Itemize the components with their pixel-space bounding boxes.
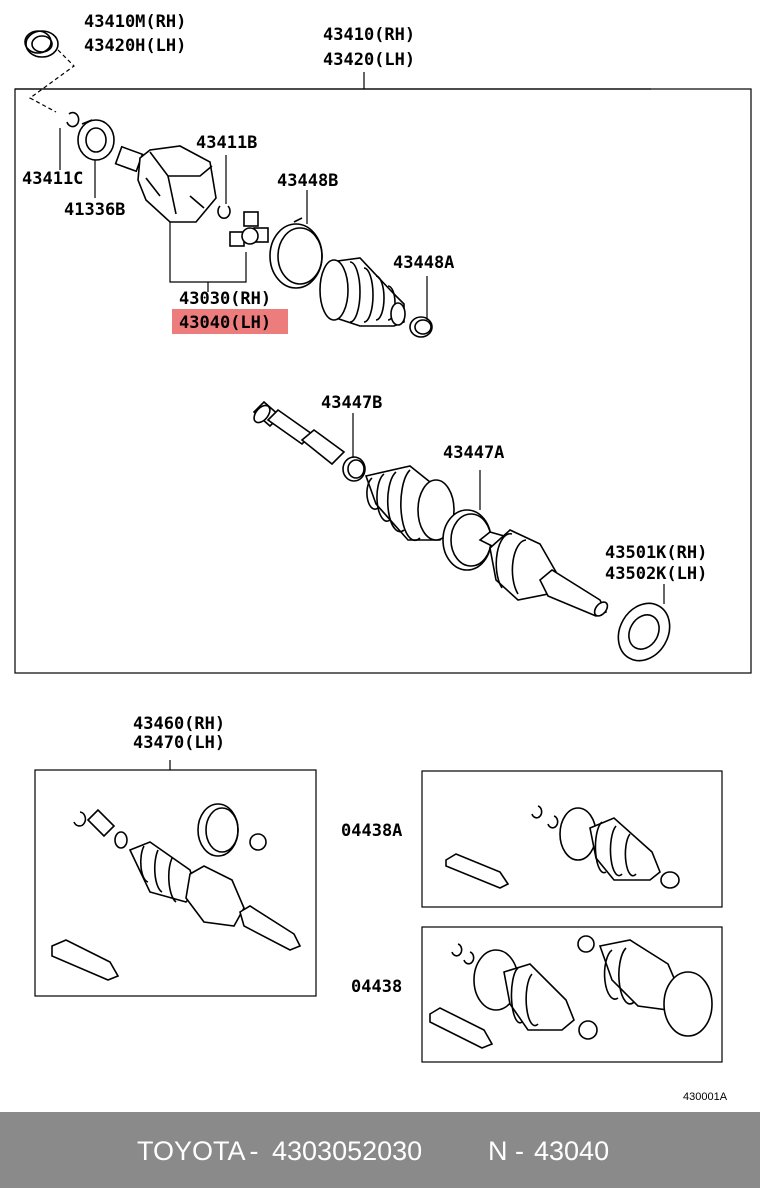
boot-kit-a-icon [445, 805, 680, 889]
boot-kit-a-frame [421, 770, 723, 908]
label-boot-clamp-a: 43448A [393, 253, 454, 273]
outboard-joint-icon [478, 529, 609, 617]
highlight-box [172, 309, 288, 334]
part-footer-bar: TOYOTA - 4303052030 N - 43040 [0, 1112, 760, 1188]
label-outer-clamp-b: 43447B [321, 393, 382, 413]
outer-clamp-b-icon [342, 456, 366, 482]
boot-kit-icon [429, 935, 713, 1049]
label-outboard-lh: 43470(LH) [133, 733, 225, 753]
inboard-boot-icon [319, 257, 406, 327]
bearing-seal-icon [617, 602, 671, 662]
label-boot-kit-top-rh: 43410M(RH) [84, 12, 186, 32]
footer-separator: - [242, 1136, 266, 1166]
label-shaft-assy-rh: 43410(RH) [323, 25, 415, 45]
label-tripod-rh: 43030(RH) [179, 289, 271, 309]
parts-diagram: 43410M(RH) 43420H(LH) 43410(RH) 43420(LH… [14, 12, 752, 1103]
leader-boot-kit-top [28, 49, 75, 113]
outboard-shaft-kit-icon [51, 803, 302, 981]
figure-code: 430001A [683, 1091, 728, 1103]
boot-kit-seal-icon [24, 30, 59, 58]
label-outboard-rh: 43460(RH) [133, 714, 225, 734]
footer-ref-prefix: N - [488, 1136, 532, 1166]
drive-shaft-icon [252, 400, 346, 466]
label-boot-kit-top-lh: 43420H(LH) [84, 36, 186, 56]
footer-part-number: 4303052030 [272, 1136, 423, 1166]
outboard-boot-icon [364, 465, 455, 542]
label-outer-clamp-a: 43447A [443, 443, 504, 463]
leader-tripod [169, 222, 247, 283]
snap-ring-b-icon [217, 205, 231, 220]
main-assembly-frame [14, 88, 752, 674]
label-bearing-rh: 43501K(RH) [605, 543, 707, 563]
footer-ref: 43040 [534, 1136, 610, 1166]
snap-ring-c-icon [66, 111, 80, 128]
dust-seal-icon [77, 119, 115, 161]
label-boot-clamp-b: 43448B [277, 171, 338, 191]
label-snap-ring-b: 43411B [196, 133, 257, 153]
label-bearing-lh: 43502K(LH) [605, 564, 707, 584]
label-dust-seal: 41336B [64, 200, 125, 220]
label-tripod-lh[interactable]: 43040(LH) [179, 313, 271, 333]
label-shaft-assy-lh: 43420(LH) [323, 50, 415, 70]
label-boot-kit: 04438 [351, 977, 402, 997]
tripod-joint-icon [229, 211, 269, 247]
boot-clamp-a-icon [409, 316, 433, 338]
footer-brand: TOYOTA [137, 1136, 246, 1166]
outboard-shaft-frame [34, 769, 317, 997]
label-snap-ring-c: 43411C [22, 169, 83, 189]
label-boot-kit-a: 04438A [341, 821, 402, 841]
boot-clamp-b-icon [269, 217, 323, 289]
inboard-joint-housing-icon [114, 145, 217, 223]
boot-kit-frame [421, 926, 723, 1063]
